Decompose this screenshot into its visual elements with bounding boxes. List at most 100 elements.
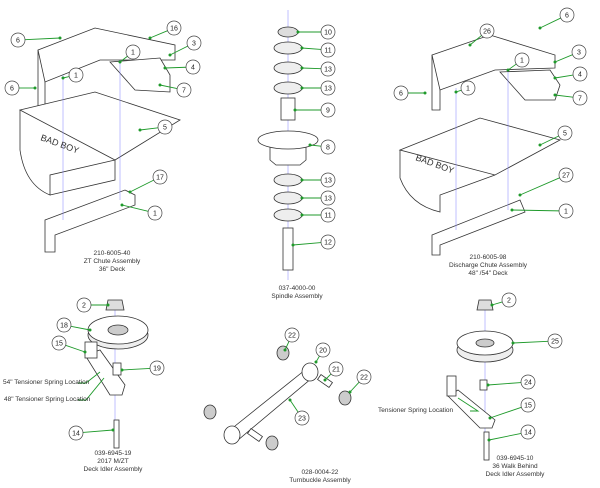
label-48-spring-location: 48" Tensioner Spring Location	[4, 396, 91, 403]
callout-number: 5	[163, 125, 167, 132]
callout-10: 10	[296, 24, 336, 40]
label-spring-location: Tensioner Spring Location	[378, 407, 454, 414]
callout-number: 6	[565, 13, 569, 20]
callout-circle	[320, 207, 336, 223]
part-number: 210-6005-40	[93, 250, 131, 257]
leader-line	[554, 94, 574, 98]
callout-number: 17	[156, 175, 164, 182]
callout-number: 8	[326, 145, 330, 152]
part-number: 210-6005-98	[469, 254, 507, 261]
callout-3: 3	[553, 44, 587, 64]
callout-22: 22	[348, 369, 372, 394]
leader-arrowhead	[283, 348, 287, 352]
assembly-name: ZT Chute Assembly	[83, 258, 141, 265]
callout-circle	[315, 342, 331, 358]
callout-number: 15	[524, 403, 532, 410]
callout-number: 11	[324, 48, 331, 55]
callout-number: 1	[520, 58, 524, 65]
callout-circle	[547, 333, 563, 349]
leader-arrowhead	[118, 60, 122, 64]
discharge-chute-assembly-drawing: BAD BOY	[398, 34, 562, 256]
leader-arrowhead	[300, 213, 304, 217]
callout-circle	[185, 59, 201, 75]
leader-line	[301, 67, 322, 70]
callout-number: 25	[551, 339, 559, 346]
callout-5: 5	[538, 125, 573, 147]
callout-number: 16	[170, 26, 178, 33]
leader-line	[139, 127, 159, 131]
leader-arrowhead	[511, 341, 515, 345]
callout-number: 22	[360, 375, 368, 382]
callout-5: 5	[138, 119, 173, 135]
leader-line	[487, 382, 522, 386]
callout-16: 16	[148, 20, 182, 40]
callout-circle	[149, 360, 165, 376]
callout-number: 1	[74, 73, 78, 80]
callout-15: 15	[51, 335, 87, 354]
callout-number: 13	[324, 86, 332, 93]
leader-line	[159, 84, 178, 90]
callout-number: 27	[562, 173, 570, 180]
callout-18: 18	[56, 317, 92, 333]
leader-arrowhead	[291, 243, 295, 247]
zt-chute-assembly-drawing: BAD BOY	[18, 27, 181, 253]
leader-arrowhead	[348, 390, 352, 394]
label-54-spring-location: 54" Tensioner Spring Location	[3, 379, 90, 386]
leader-arrowhead	[300, 196, 304, 200]
callout-circle	[479, 23, 495, 39]
leader-line	[164, 66, 187, 69]
caption-idler-2017: 039-6945-19 2017 M/ZT Deck Idler Assembl…	[84, 450, 143, 474]
callout-circle	[572, 66, 588, 82]
assembly-note: Deck Idler Assembly	[83, 466, 143, 473]
leader-arrowhead	[83, 350, 87, 354]
leader-arrowhead	[490, 303, 494, 307]
callout-number: 11	[324, 213, 331, 220]
callout-circle	[284, 327, 300, 343]
callout-circle	[157, 119, 173, 135]
assembly-name: 2017 M/ZT	[97, 458, 129, 465]
callout-22: 22	[283, 327, 300, 352]
leader-arrowhead	[120, 368, 124, 372]
leader-line	[519, 177, 560, 196]
callout-13: 13	[300, 80, 336, 96]
callout-circle	[501, 292, 517, 308]
leader-arrowhead	[158, 83, 162, 87]
callout-number: 3	[192, 41, 196, 48]
leader-line	[512, 340, 549, 344]
callout-number: 2	[82, 303, 86, 310]
part-number: 037-4000-00	[278, 285, 316, 292]
callout-number: 15	[55, 341, 63, 348]
leader-arrowhead	[488, 416, 492, 420]
callout-number: 10	[324, 30, 332, 37]
callout-11: 11	[300, 42, 336, 58]
leader-line	[284, 341, 290, 351]
callout-number: 1	[564, 209, 568, 216]
callout-number: 20	[319, 348, 327, 355]
callout-11: 11	[300, 207, 336, 223]
leader-line	[121, 367, 151, 371]
callout-number: 4	[578, 72, 582, 79]
leader-arrowhead	[128, 190, 132, 194]
part-number: 039-6945-19	[94, 450, 132, 457]
leader-arrowhead	[300, 86, 304, 90]
callout-1: 1	[120, 203, 163, 221]
callout-circle	[68, 67, 84, 83]
leader-arrowhead	[308, 143, 312, 147]
leader-line	[511, 209, 560, 212]
callout-circle	[320, 42, 336, 58]
callout-circle	[51, 335, 67, 351]
leader-line	[65, 344, 86, 353]
location-leader	[457, 397, 480, 412]
callout-circle	[176, 82, 192, 98]
callout-number: 12	[324, 240, 332, 247]
callout-circle	[520, 397, 536, 413]
callout-number: 22	[288, 333, 296, 340]
callout-circle	[328, 361, 344, 377]
callout-circle	[460, 80, 476, 96]
callout-9: 9	[293, 102, 336, 118]
callout-number: 19	[153, 366, 161, 373]
leader-line	[301, 47, 322, 50]
leader-line	[539, 135, 559, 146]
spindle-assembly-drawing	[257, 10, 319, 280]
